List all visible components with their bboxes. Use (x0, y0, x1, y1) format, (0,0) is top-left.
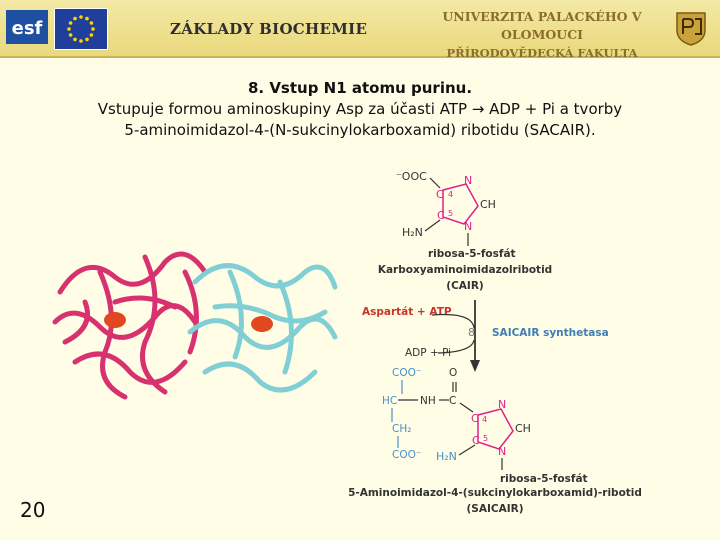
svg-text:C: C (436, 188, 444, 201)
cair-abbr: (CAIR) (446, 280, 483, 292)
esf-logo-text: esf (12, 18, 43, 39)
svg-text:4: 4 (448, 190, 453, 199)
cyan-subunit (187, 263, 338, 393)
svg-text:H₂N: H₂N (402, 226, 423, 239)
course-title: ZÁKLADY BIOCHEMIE (170, 20, 368, 38)
step-number: 8 (468, 326, 475, 339)
slide-line-2: Vstupuje formou aminoskupiny Asp za účas… (97, 100, 623, 118)
svg-text:H₂N: H₂N (436, 450, 457, 463)
products-label: ADP + Pi (405, 347, 451, 359)
svg-text:CH: CH (515, 422, 531, 435)
cair-structure: ⁻OOC C 4 N CH C 5 N H₂N (396, 170, 496, 246)
svg-text:C: C (471, 412, 479, 425)
svg-text:N: N (464, 174, 472, 187)
svg-text:NH: NH (420, 395, 436, 407)
svg-text:5: 5 (483, 434, 488, 443)
svg-text:CH₂: CH₂ (392, 423, 411, 435)
slide-title: 8. Vstup N1 atomu purinu. Vstupuje formo… (0, 78, 720, 141)
svg-text:COO⁻: COO⁻ (392, 367, 421, 379)
university-name: UNIVERZITA PALACKÉHO V OLOMOUCI (442, 9, 642, 42)
faculty-name: PŘÍRODOVĚDECKÁ FAKULTA (446, 46, 638, 60)
slide-header: esf ZÁKLADY BIOCHEMIE UNIVERZITA PALACKÉ… (0, 0, 720, 60)
enzyme-label: SAICAIR synthetasa (492, 327, 609, 339)
svg-text:N: N (498, 445, 506, 458)
svg-text:5: 5 (448, 209, 453, 218)
protein-structure-image (52, 251, 338, 400)
esf-logo: esf (6, 10, 48, 44)
cair-sugar-label: ribosa-5-fosfát (428, 248, 516, 260)
slide-heading: 8. Vstup N1 atomu purinu. (247, 79, 473, 97)
saicair-structure: COO⁻ HC NH C O CH₂ COO⁻ C 4 N CH C 5 N H… (382, 367, 531, 470)
cair-name: Karboxyaminoimidazolribotid (378, 264, 552, 276)
svg-text:N: N (498, 398, 506, 411)
active-site-right (251, 316, 273, 332)
university-block: UNIVERZITA PALACKÉHO V OLOMOUCI PŘÍRODOV… (414, 8, 670, 62)
slide-line-3: 5-aminoimidazol-4-(N-sukcinylokarboxamid… (124, 121, 596, 139)
svg-text:CH: CH (480, 198, 496, 211)
svg-text:⁻OOC: ⁻OOC (396, 170, 427, 183)
svg-text:C: C (472, 434, 480, 447)
eu-flag-icon (54, 8, 108, 50)
pink-subunit (52, 251, 208, 400)
university-seal-icon (676, 12, 706, 46)
saicair-sugar-label: ribosa-5-fosfát (500, 473, 588, 485)
svg-text:O: O (449, 367, 457, 379)
reactants-label: Aspartát + ATP (362, 306, 452, 318)
svg-text:HC: HC (382, 395, 397, 407)
svg-text:C: C (449, 395, 456, 407)
active-site-left (104, 312, 126, 328)
page-number: 20 (20, 498, 46, 522)
svg-text:C: C (437, 209, 445, 222)
saicair-abbr: (SAICAIR) (466, 503, 523, 515)
svg-text:N: N (464, 220, 472, 233)
saicair-name: 5-Aminoimidazol-4-(sukcinylokarboxamid)-… (348, 487, 642, 499)
reaction-scheme: ⁻OOC C 4 N CH C 5 N H₂N ribosa-5-fosfát … (348, 170, 642, 515)
svg-text:COO⁻: COO⁻ (392, 449, 421, 461)
svg-text:4: 4 (482, 415, 487, 424)
